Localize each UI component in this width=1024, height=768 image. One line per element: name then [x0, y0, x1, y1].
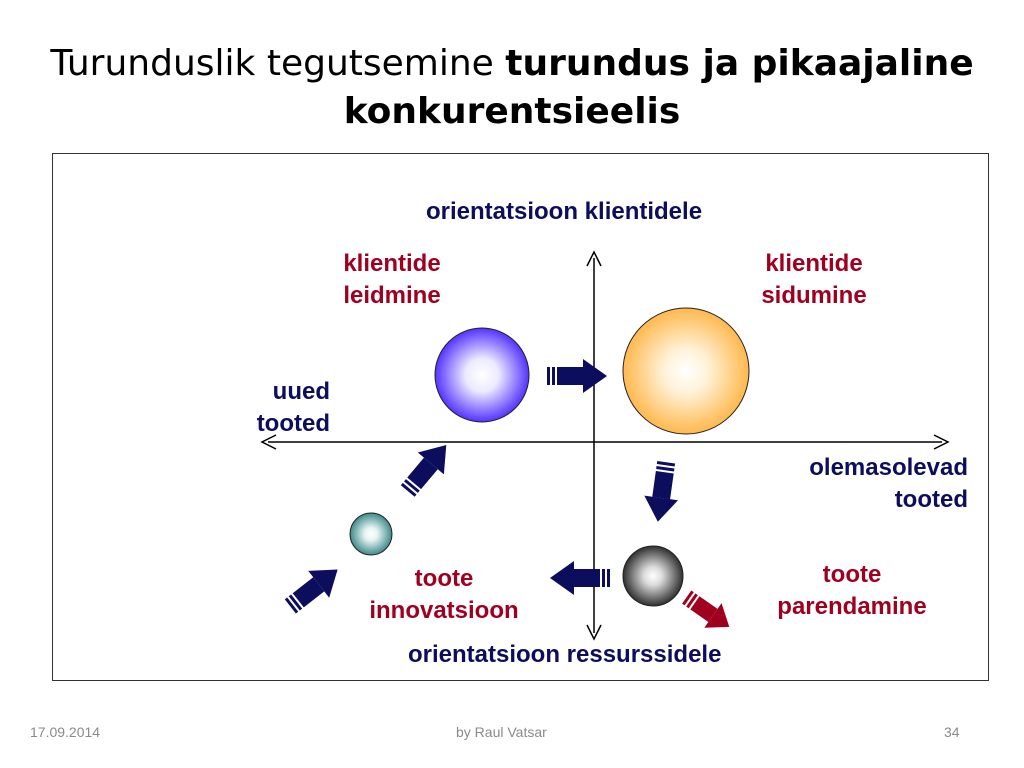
quadrant-top-left-line1: klientide: [343, 250, 441, 277]
teal-sphere: [349, 512, 393, 556]
title-bold-line2: konkurentsieelis: [343, 91, 681, 132]
arrow-right-icon: [547, 359, 607, 393]
footer-date: 17.09.2014: [30, 724, 101, 740]
orange-sphere: [622, 307, 750, 435]
diagram-frame: [52, 153, 989, 681]
quadrant-bottom-right-line1: toote: [822, 561, 882, 588]
axis-label-left-line2: tooted: [256, 410, 330, 437]
quadrant-bottom-right-line2: parendamine: [777, 593, 927, 620]
axis-label-top: orientatsioon klientidele: [426, 198, 703, 225]
quadrant-label-top-right: klientide sidumine: [744, 248, 884, 312]
quadrant-top-left-line2: leidmine: [343, 282, 441, 309]
arrow-down-icon: [640, 459, 684, 525]
red-arrow-down-right-icon: [682, 590, 730, 628]
axis-label-right-line2: tooted: [894, 486, 968, 513]
gray-sphere: [622, 545, 684, 607]
axis-label-bottom: orientatsioon ressurssidele: [408, 641, 722, 668]
slide-title: Turunduslik tegutsemine turundus ja pika…: [0, 40, 1024, 136]
arrow-up-right-lower-icon: [279, 556, 349, 620]
quadrant-label-bottom-right: toote parendamine: [752, 559, 952, 623]
title-bold-line1: turundus ja pikaajaline: [505, 43, 974, 84]
purple-sphere: [434, 327, 530, 423]
axis-label-right-line1: olemasolevad: [809, 454, 968, 481]
quadrant-label-top-left: klientide leidmine: [322, 248, 462, 312]
footer-page-number: 34: [944, 724, 960, 740]
arrow-left-icon: [550, 561, 610, 595]
quadrant-bottom-left-line1: toote: [414, 565, 474, 592]
quadrant-bottom-left-line2: innovatsioon: [369, 597, 519, 624]
horizontal-axis: [260, 434, 950, 450]
axis-label-left-line1: uued: [272, 378, 330, 405]
quadrant-top-right-line2: sidumine: [761, 282, 867, 309]
quadrant-label-bottom-left: toote innovatsioon: [344, 563, 544, 627]
axis-label-left: uued tooted: [230, 376, 330, 440]
quadrant-top-right-line1: klientide: [765, 250, 863, 277]
footer-author: by Raul Vatsar: [456, 724, 547, 740]
axis-label-right: olemasolevad tooted: [768, 452, 968, 516]
arrow-up-right-icon: [394, 434, 460, 502]
title-normal: Turunduslik tegutsemine: [50, 43, 494, 84]
